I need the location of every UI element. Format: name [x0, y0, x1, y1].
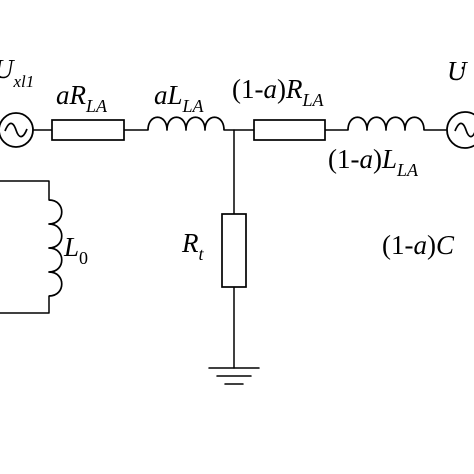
label-voltage-right-main: U: [447, 56, 468, 86]
inductor-rest-lla: [347, 116, 425, 131]
label-l0: L0: [63, 232, 88, 268]
l0-branch-wire: [0, 180, 50, 314]
label-a-rla: aRLA: [56, 80, 108, 116]
label-voltage-right: · U: [447, 56, 468, 86]
inductor-a-lla: [147, 116, 225, 131]
inductor-l0: [48, 199, 63, 297]
resistor-rt: [221, 213, 247, 288]
label-voltage-left: Uxl1: [0, 54, 34, 91]
label-c-right: (1-a)C: [382, 230, 455, 260]
label-a-lla: aLLA: [154, 80, 205, 116]
label-rt: Rt: [181, 228, 205, 264]
ground-symbol: [208, 367, 260, 385]
voltage-source-right: [446, 111, 474, 149]
label-voltage-right-dot: ·: [459, 56, 467, 82]
label-rest-lla: (1-a)LLA: [328, 144, 419, 180]
voltage-source-left: [0, 112, 34, 148]
label-rest-rla: (1-a)RLA: [232, 74, 324, 110]
resistor-rest-rla: [253, 119, 326, 141]
resistor-a-rla: [51, 119, 125, 141]
